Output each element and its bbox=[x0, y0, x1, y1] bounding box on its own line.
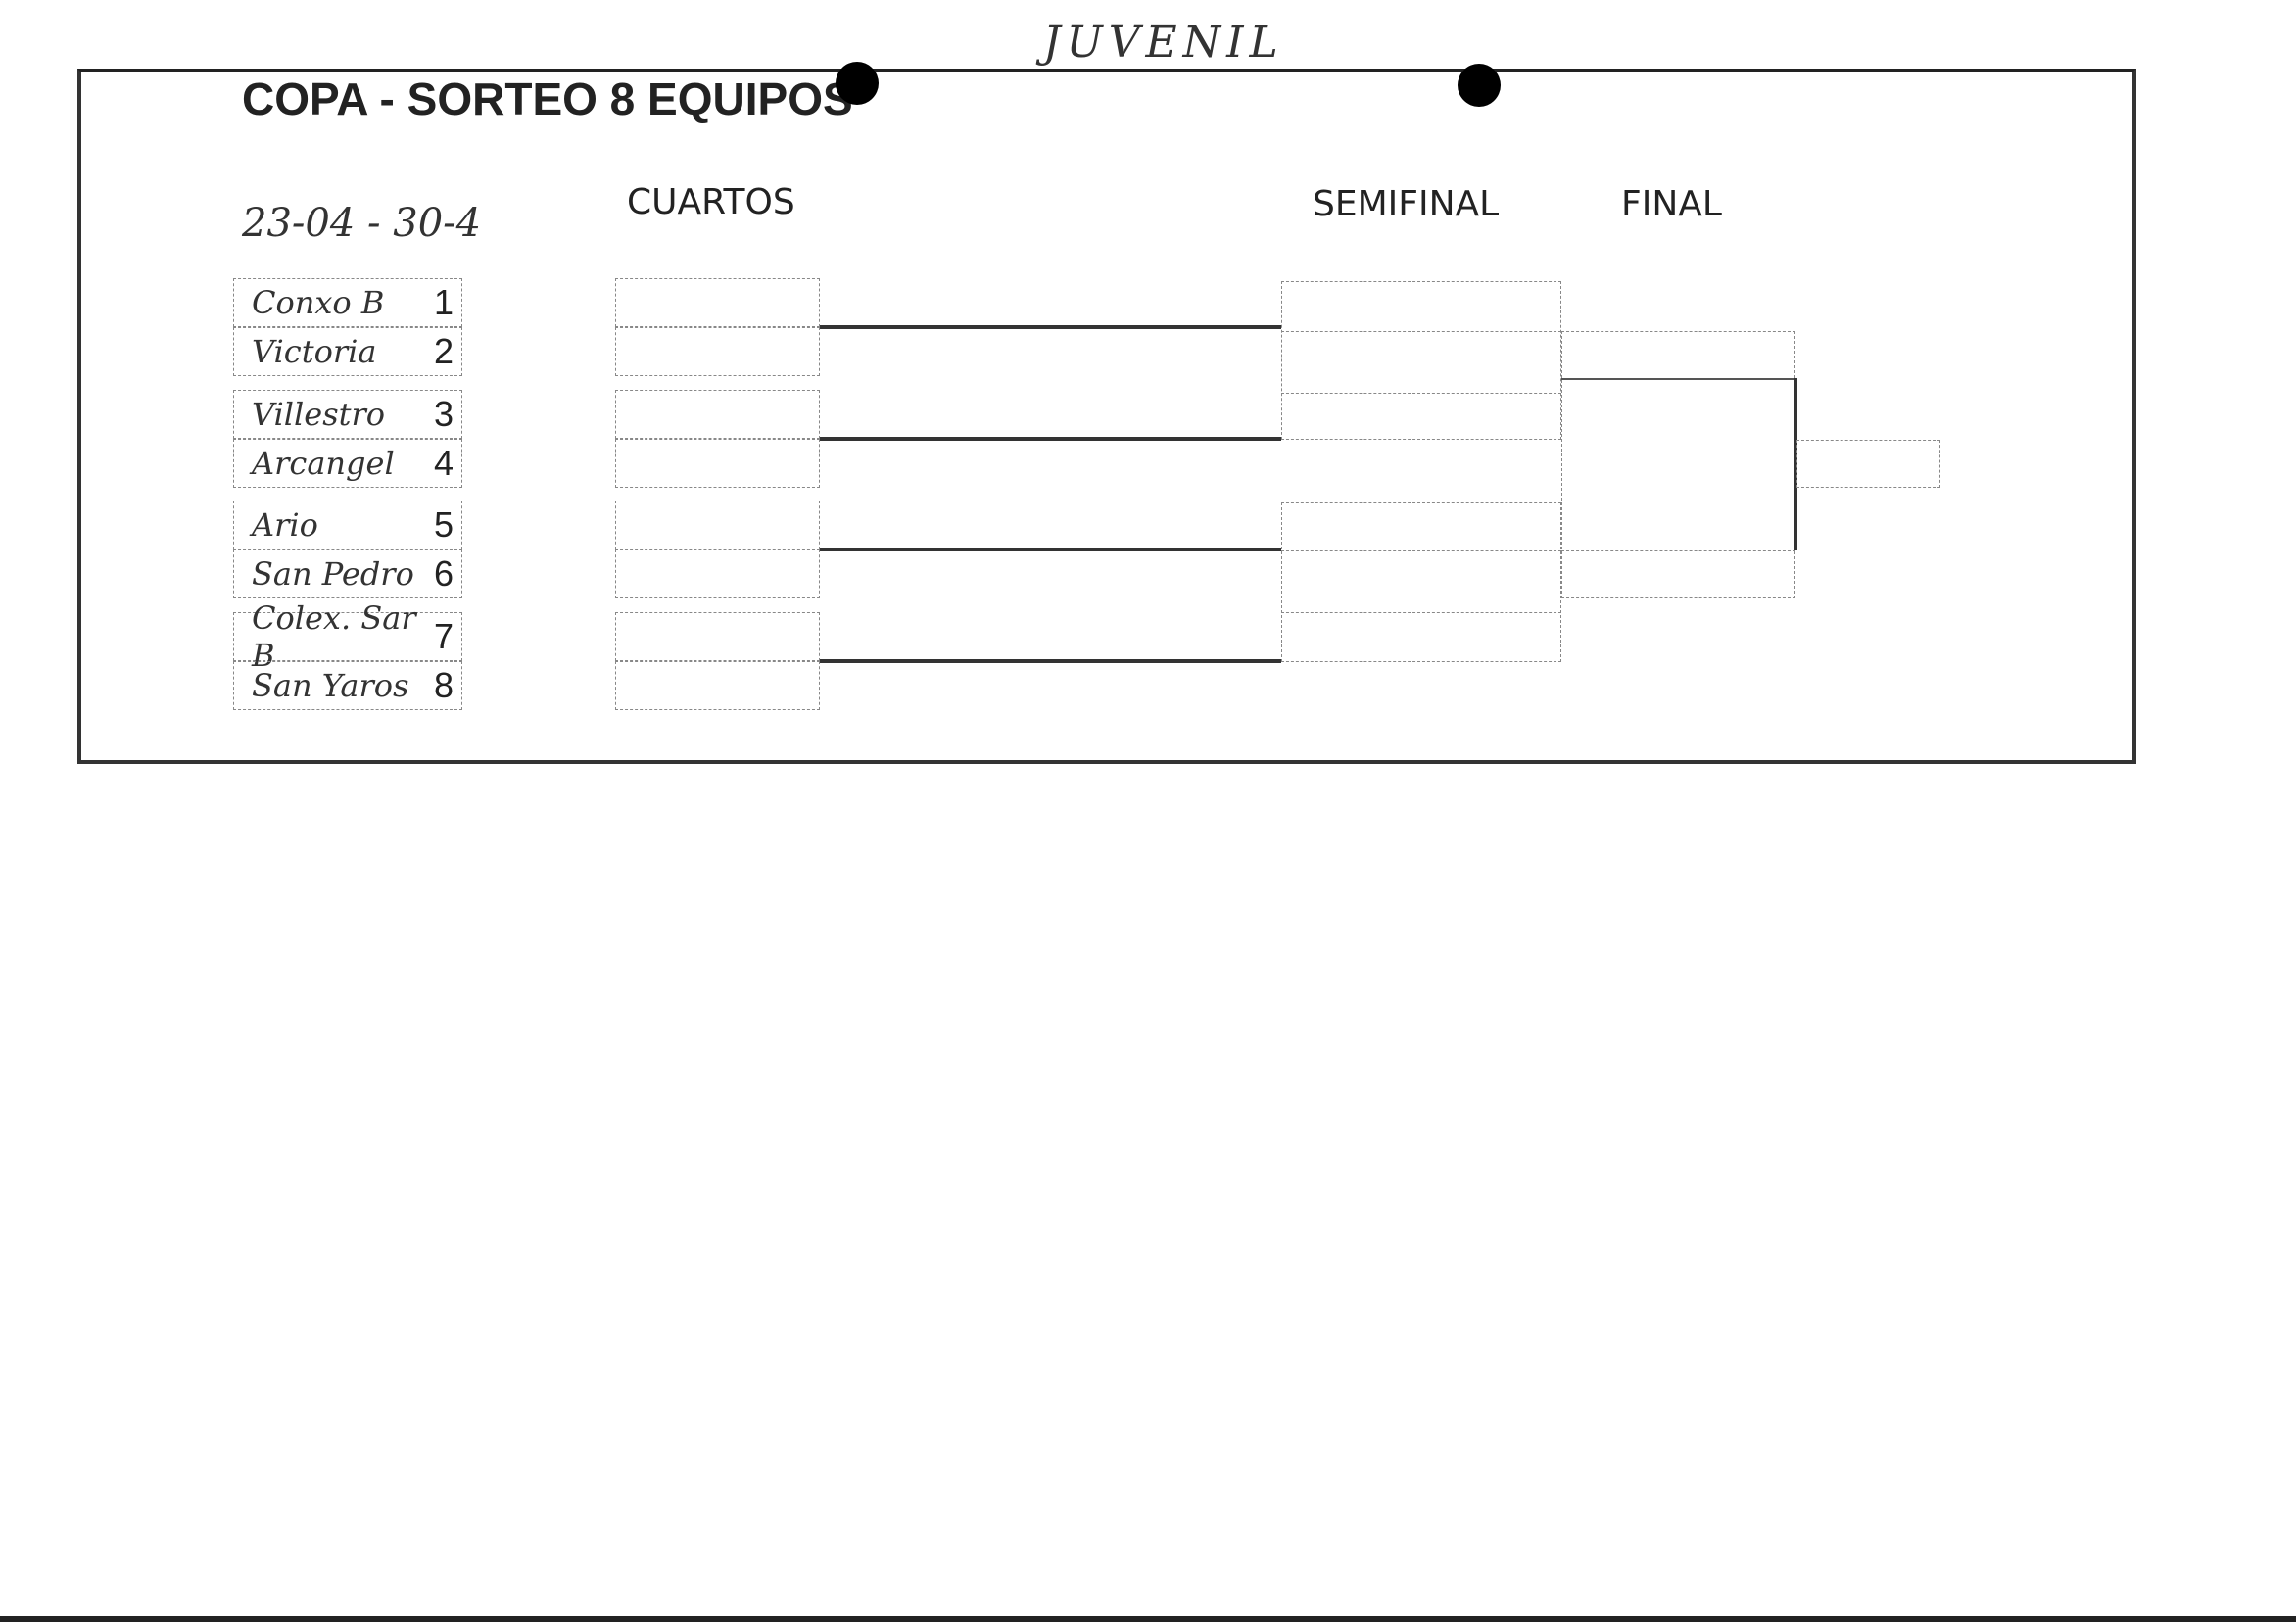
team-slot: Ario 5 bbox=[233, 501, 462, 549]
final-connector bbox=[1794, 378, 1797, 550]
team-name: Villestro bbox=[252, 396, 386, 433]
page-title: COPA - SORTEO 8 EQUIPOS bbox=[242, 73, 853, 124]
quarterfinal-connector bbox=[820, 548, 1281, 551]
semifinal-box-2 bbox=[1281, 502, 1561, 662]
champion-box bbox=[1796, 440, 1940, 488]
team-slot: Arcangel 4 bbox=[233, 439, 462, 488]
semifinal-box-1 bbox=[1281, 281, 1561, 440]
round-header-final: FINAL bbox=[1621, 184, 1722, 224]
quarterfinal-slot bbox=[615, 327, 820, 376]
quarterfinal-connector bbox=[820, 325, 1281, 329]
category-label: JUVENIL bbox=[1043, 18, 1284, 68]
team-name: Colex. Sar B bbox=[252, 599, 416, 674]
quarterfinal-slot bbox=[615, 278, 820, 327]
team-name: Ario bbox=[252, 506, 318, 544]
team-name: San Yaros bbox=[252, 667, 409, 704]
team-name: Victoria bbox=[252, 333, 377, 370]
team-seed: 5 bbox=[433, 504, 454, 545]
quarterfinal-slot bbox=[615, 390, 820, 439]
quarterfinal-connector bbox=[820, 659, 1281, 663]
team-seed: 3 bbox=[433, 394, 454, 434]
punch-hole-left bbox=[836, 62, 879, 105]
team-slot: San Yaros 8 bbox=[233, 661, 462, 710]
final-box bbox=[1561, 331, 1795, 598]
semifinal-divider bbox=[1281, 393, 1561, 394]
semifinal-divider bbox=[1281, 331, 1561, 332]
team-slot: San Pedro 6 bbox=[233, 549, 462, 598]
team-slot: Victoria 2 bbox=[233, 327, 462, 376]
bracket-frame bbox=[77, 69, 2136, 764]
date-range: 23-04 - 30-4 bbox=[242, 201, 482, 246]
quarterfinal-slot bbox=[615, 549, 820, 598]
quarterfinal-slot bbox=[615, 439, 820, 488]
team-name: Arcangel bbox=[252, 445, 395, 482]
quarterfinal-slot bbox=[615, 612, 820, 661]
team-seed: 6 bbox=[433, 553, 454, 594]
team-slot: Villestro 3 bbox=[233, 390, 462, 439]
page-edge bbox=[0, 1616, 2296, 1622]
team-seed: 7 bbox=[433, 616, 454, 656]
team-slot: Conxo B 1 bbox=[233, 278, 462, 327]
round-header-quarterfinals: CUARTOS bbox=[627, 182, 795, 222]
team-name: San Pedro bbox=[252, 555, 414, 593]
semifinal-divider bbox=[1281, 612, 1561, 613]
team-seed: 8 bbox=[433, 665, 454, 705]
final-divider bbox=[1561, 550, 1795, 551]
team-slot: Colex. Sar B 7 bbox=[233, 599, 462, 674]
quarterfinal-connector bbox=[820, 437, 1281, 441]
final-divider bbox=[1561, 378, 1795, 380]
semifinal-divider bbox=[1281, 550, 1561, 551]
team-name: Conxo B bbox=[252, 284, 385, 321]
team-seed: 4 bbox=[433, 443, 454, 483]
team-seed: 1 bbox=[433, 282, 454, 322]
quarterfinal-slot bbox=[615, 501, 820, 549]
quarterfinal-slot bbox=[615, 661, 820, 710]
round-header-semifinal: SEMIFINAL bbox=[1313, 184, 1500, 224]
punch-hole-right bbox=[1458, 64, 1501, 107]
team-seed: 2 bbox=[433, 331, 454, 371]
